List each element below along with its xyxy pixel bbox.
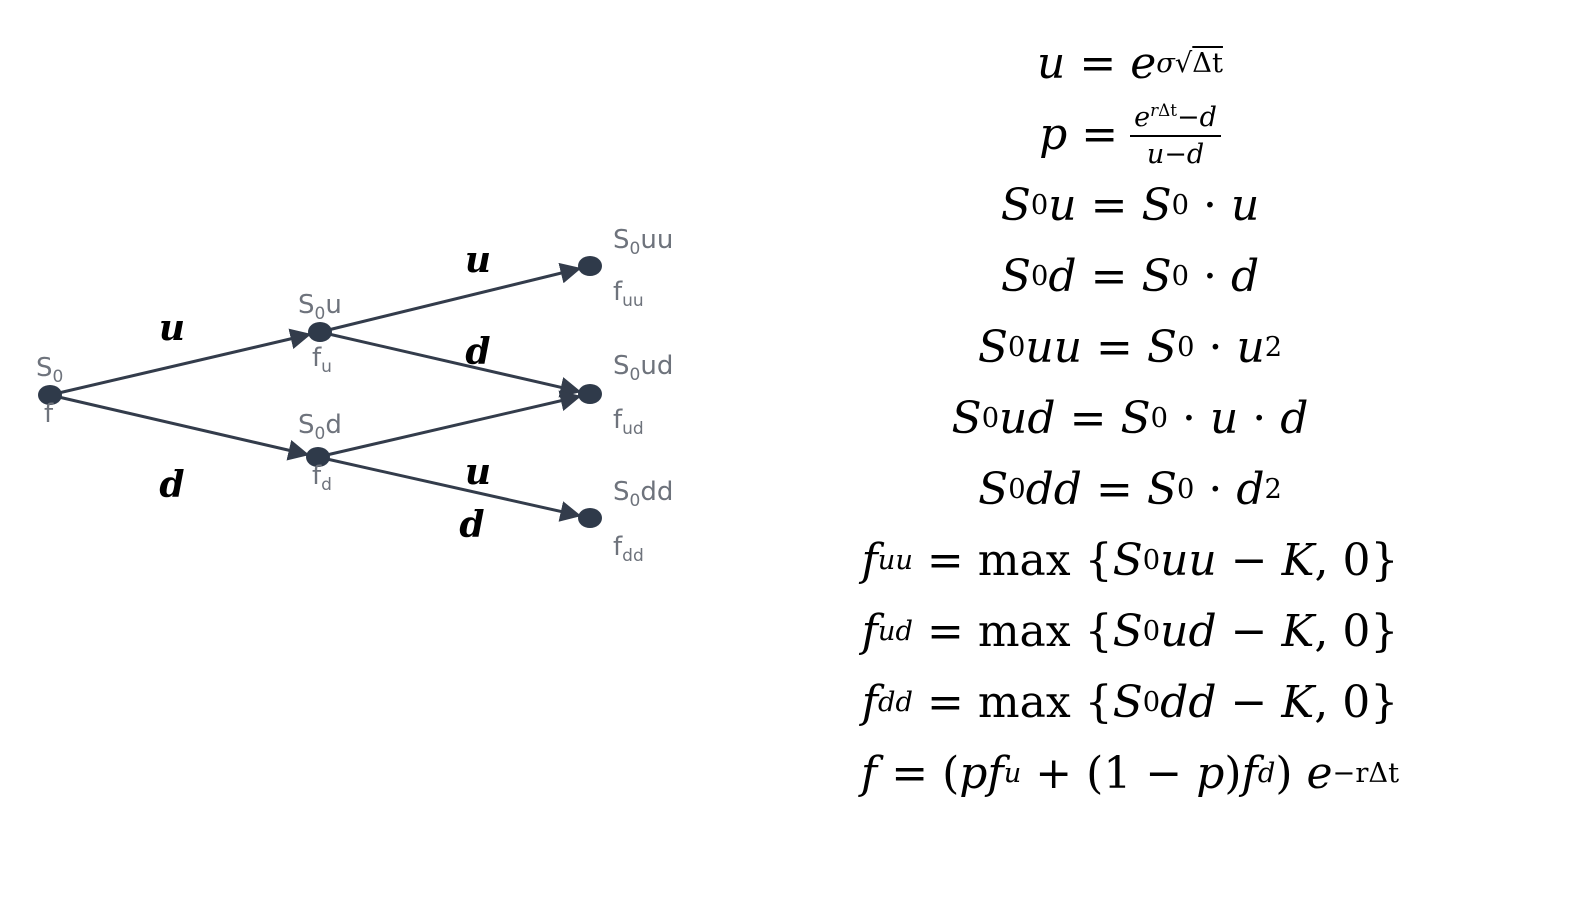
node-value-label-nd: fd [312,461,332,495]
edge-label-n0-nu: u [159,307,185,349]
tree-edge-n0-nu [49,328,312,397]
edge-label-nd-nud: u [465,451,491,493]
tree-edge-n0-nd [49,393,310,461]
tree-edge-nd-nud [317,390,582,459]
fraction: erΔt−d u−d [1130,100,1221,170]
tree-node-n0 [38,385,62,405]
node-price-label-n0: S0 [36,353,63,387]
tree-node-nu [308,322,332,342]
node-value-label-n0: f [44,399,54,429]
tree-node-nud [578,384,602,404]
node-price-label-nd: S0d [298,410,342,444]
node-value-label-nud: fud [613,405,644,439]
tree-edge-nu-nuu [319,262,582,334]
tree-edge-nd-ndd [317,455,582,522]
node-value-label-nuu: fuu [613,277,644,311]
edge-label-n0-nd: d [159,464,184,506]
node-price-label-nu: S0u [298,290,342,324]
node-value-label-ndd: fdd [613,532,644,566]
tree-node-nuu [578,256,602,276]
edge-label-nu-nud: d [465,331,490,373]
node-value-label-nu: fu [312,343,332,377]
tree-edge-nu-nud [319,330,582,398]
edge-label-nd-ndd: d [459,504,484,546]
edge-label-nu-nuu: u [465,239,491,281]
node-price-label-ndd: S0dd [613,477,673,511]
tree-node-nd [306,447,330,467]
node-price-label-nuu: S0uu [613,225,673,259]
node-price-label-nud: S0ud [613,351,673,385]
formula-p: p = erΔt−d u−d [1039,99,1221,170]
tree-node-ndd [578,508,602,528]
